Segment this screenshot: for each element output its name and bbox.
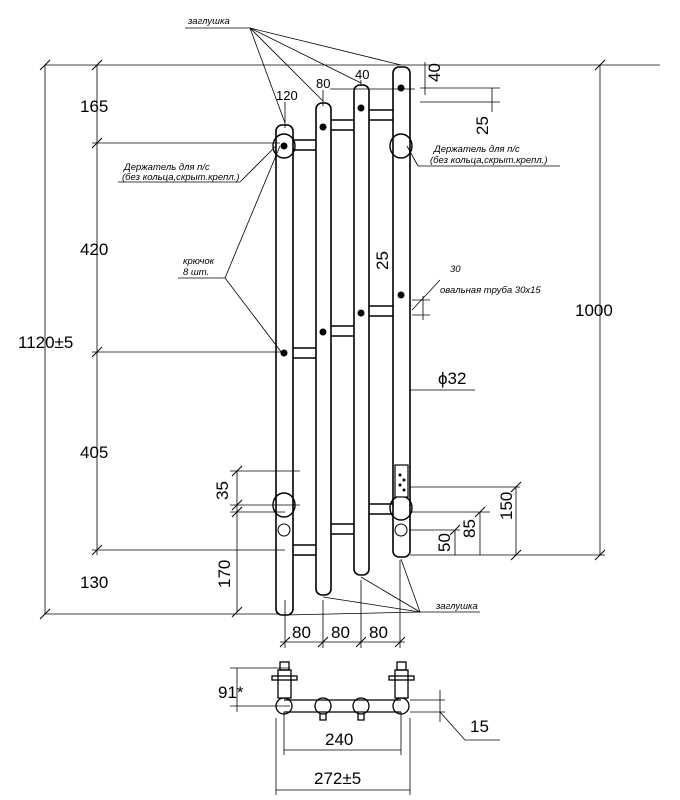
dim-80-b1: 80 <box>292 623 311 642</box>
dim-130: 130 <box>80 573 108 592</box>
wall-holders <box>272 133 413 521</box>
dim-420: 420 <box>80 240 108 259</box>
dim-150: 150 <box>497 492 516 520</box>
pipe-4 <box>392 66 411 558</box>
dim-50: 50 <box>435 533 454 552</box>
dim-25-top: 25 <box>473 116 492 135</box>
connector-box <box>394 464 409 498</box>
dim-15: 15 <box>470 717 489 736</box>
hook-label-1: крючок <box>183 256 215 267</box>
diameter-label: ϕ32 <box>438 369 466 388</box>
dim-405: 405 <box>80 443 108 462</box>
dimension-texts: 165 420 1120±5 405 130 1000 120 80 40 40… <box>18 63 613 788</box>
dim-40-right: 40 <box>425 63 444 82</box>
plug-top-label: заглушка <box>187 16 230 27</box>
oval-pipe-label: овальная труба 30х15 <box>440 285 541 296</box>
dimension-lines <box>44 62 601 648</box>
cross-bars <box>293 109 393 556</box>
hook-dots <box>280 84 405 357</box>
pipe-1 <box>275 124 294 616</box>
top-view <box>271 661 415 721</box>
dim-80-b2: 80 <box>331 623 350 642</box>
dim-170: 170 <box>215 560 234 588</box>
dim-85: 85 <box>460 519 479 538</box>
holder-left-label-2: (без кольца,скрыт.крепл.) <box>122 172 240 183</box>
holder-right-label-2: (без кольца,скрыт.крепл.) <box>430 155 548 166</box>
leader-lines <box>118 27 560 616</box>
dim-80-b3: 80 <box>369 623 388 642</box>
dim-40-top: 40 <box>355 67 369 82</box>
dim-120: 120 <box>276 88 298 103</box>
oval-size-label: 30 <box>450 264 461 275</box>
holder-rings <box>277 523 408 537</box>
dim-165: 165 <box>80 97 108 116</box>
extension-lines <box>45 64 660 615</box>
pipes <box>275 66 411 616</box>
dim-1000: 1000 <box>575 301 613 320</box>
dim-80-top: 80 <box>316 76 330 91</box>
top-view-dims <box>230 667 500 795</box>
dim-240: 240 <box>325 730 353 749</box>
dim-272: 272±5 <box>314 769 361 788</box>
dim-25-mid: 25 <box>373 251 392 270</box>
dim-91: 91* <box>218 683 244 702</box>
pipe-3 <box>353 84 370 576</box>
pipe-2 <box>315 102 332 596</box>
dim-1120: 1120±5 <box>18 333 73 352</box>
labels: заглушка заглушка Держатель для п/с (без… <box>122 16 548 612</box>
dimension-ticks <box>39 59 606 648</box>
hook-label-2: 8 шт. <box>183 267 209 278</box>
dim-35: 35 <box>213 481 232 500</box>
holder-right-label-1: Держатель для п/с <box>433 144 520 155</box>
holder-left-label-1: Держатель для п/с <box>123 162 210 173</box>
plug-bottom-label: заглушка <box>435 601 478 612</box>
